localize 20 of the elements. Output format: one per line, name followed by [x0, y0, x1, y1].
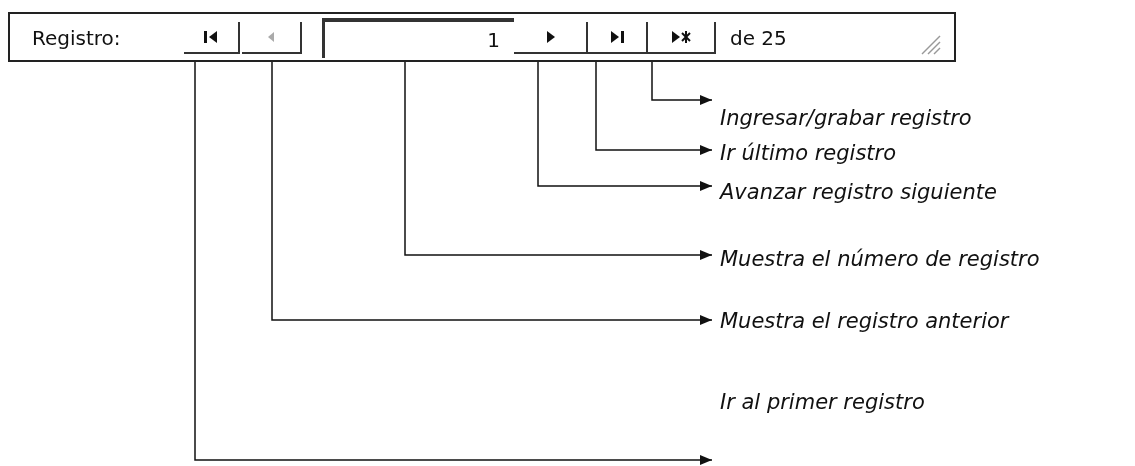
arrow: [651, 61, 713, 105]
callout-text: Ir al primer registro: [720, 390, 925, 414]
arrow: [404, 61, 713, 260]
record-count: de 25: [730, 26, 787, 50]
arrow: [194, 61, 713, 465]
record-number-field: [322, 18, 514, 58]
record-label: Registro:: [32, 26, 121, 50]
callout-text: Muestra el número de registro: [720, 247, 1040, 271]
record-navigation-bar: [8, 12, 956, 62]
callout-text: Ir último registro: [720, 141, 897, 165]
arrow: [537, 61, 713, 191]
record-number: 1: [487, 28, 500, 52]
callout-text: Ingresar/grabar registro: [720, 106, 972, 130]
navigation-button: [648, 22, 716, 54]
navigation-button: [588, 22, 648, 54]
callout-text: Muestra el registro anterior: [720, 309, 1009, 333]
arrow: [595, 61, 713, 155]
navigation-button: [242, 22, 302, 54]
arrow: [271, 61, 713, 325]
callout-text: Avanzar registro siguiente: [720, 180, 997, 204]
